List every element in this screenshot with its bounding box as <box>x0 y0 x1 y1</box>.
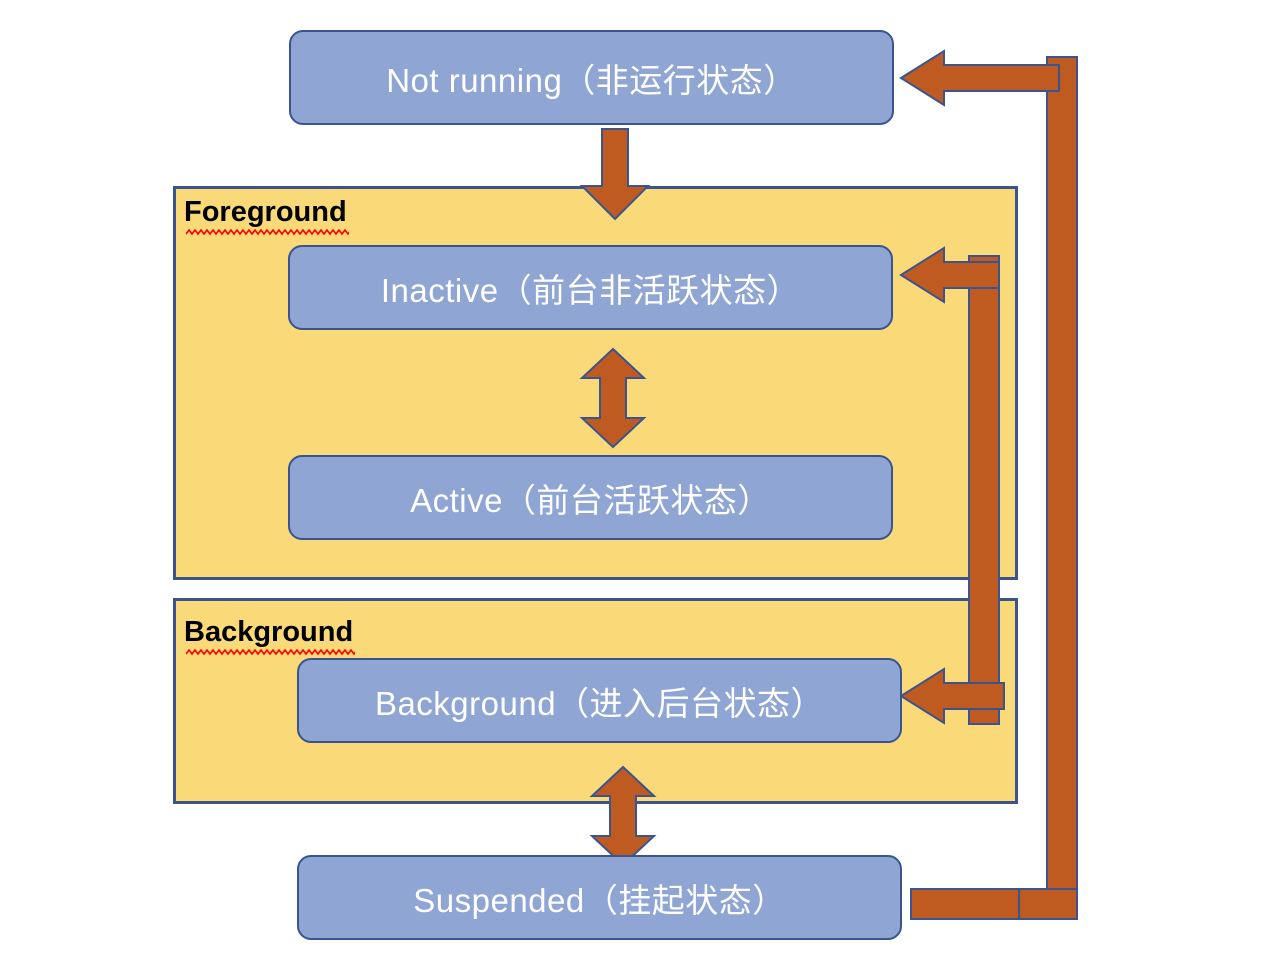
state-box-suspended[interactable]: Suspended（挂起状态） <box>297 855 902 940</box>
state-box-not-running[interactable]: Not running（非运行状态） <box>289 30 894 125</box>
arrow-return-to-not-running <box>899 49 1060 107</box>
connector-suspended-bottom-run-right <box>1018 888 1078 920</box>
arrow-background-suspended <box>589 765 657 867</box>
state-label-background: Background（进入后台状态） <box>374 684 825 722</box>
connector-outer-vertical-shaft <box>1046 56 1078 916</box>
state-box-active[interactable]: Active（前台活跃状态） <box>288 455 893 540</box>
state-label-suspended: Suspended（挂起状态） <box>413 881 786 919</box>
panel-background-group-label-text: Background <box>184 616 354 648</box>
panel-background-group-label: Background <box>184 616 356 656</box>
arrow-return-to-background <box>899 667 1005 725</box>
state-label-inactive: Inactive（前台非活跃状态） <box>380 271 801 309</box>
state-label-not-running: Not running（非运行状态） <box>386 61 797 99</box>
state-box-background[interactable]: Background（进入后台状态） <box>297 658 902 743</box>
panel-foreground-label: Foreground <box>184 196 349 236</box>
arrow-not-running-to-foreground <box>579 128 651 221</box>
arrow-inactive-active <box>579 347 647 449</box>
connector-suspended-bottom-run-left <box>910 888 1020 920</box>
connector-inner-vertical-shaft <box>968 255 1000 725</box>
spellcheck-squiggle-icon <box>186 229 349 236</box>
spellcheck-squiggle-icon <box>186 649 356 656</box>
arrow-return-to-inactive <box>899 246 1000 304</box>
state-box-inactive[interactable]: Inactive（前台非活跃状态） <box>288 245 893 330</box>
panel-foreground-label-text: Foreground <box>184 196 347 228</box>
state-label-active: Active（前台活跃状态） <box>410 481 771 519</box>
